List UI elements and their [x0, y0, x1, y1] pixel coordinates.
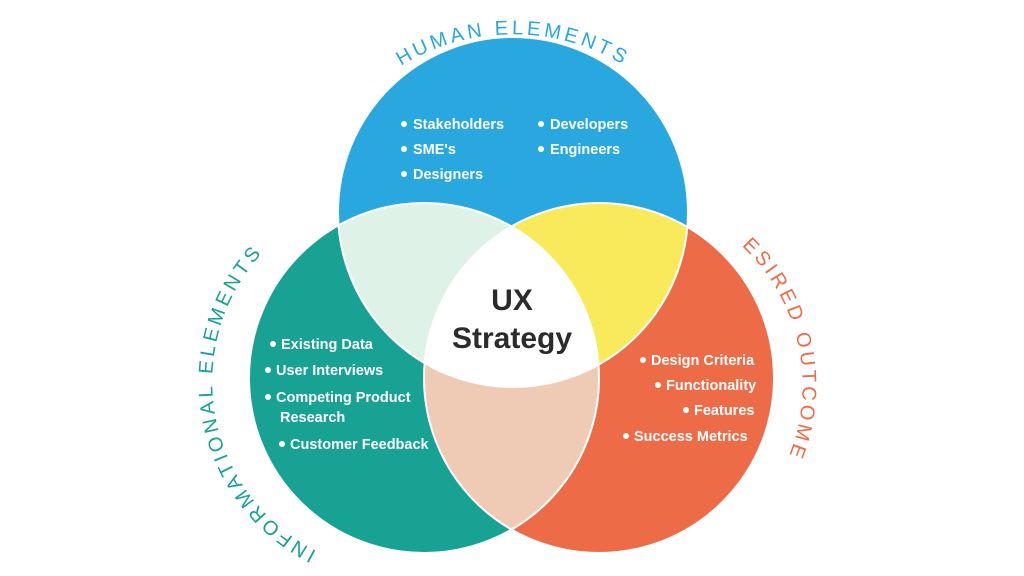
- list-item-features: Features: [694, 403, 754, 419]
- bullet: [655, 382, 661, 388]
- list-item-success-metrics: Success Metrics: [634, 429, 748, 445]
- bullet: [279, 441, 285, 447]
- center-label-strategy: Strategy: [452, 322, 572, 355]
- bullet: [683, 407, 689, 413]
- bullet: [640, 357, 646, 363]
- list-item-functionality: Functionality: [666, 378, 756, 394]
- informational-circle-outline: [248, 202, 600, 554]
- bullet: [538, 121, 544, 127]
- list-item-research: Research: [280, 410, 345, 426]
- human-elements-list: Stakeholders SME's Designers Developers …: [401, 117, 628, 183]
- ux-strategy-center-region: [424, 203, 599, 387]
- human-circle-outline: [337, 36, 689, 388]
- informational-elements-list: Existing Data User Interviews Competing …: [265, 337, 430, 453]
- list-item-engineers: Engineers: [550, 142, 620, 158]
- bullet: [265, 367, 271, 373]
- list-item-developers: Developers: [550, 117, 628, 133]
- list-item-design-criteria: Design Criteria: [651, 353, 755, 369]
- outcomes-circle-outline: [423, 202, 775, 554]
- center-label-ux: UX: [491, 284, 533, 317]
- list-item-competing-product: Competing Product: [276, 390, 411, 406]
- list-item-smes: SME's: [413, 142, 456, 158]
- list-item-customer-feedback: Customer Feedback: [290, 437, 430, 453]
- desired-outcomes-list: Design Criteria Functionality Features S…: [623, 353, 756, 445]
- bullet: [623, 433, 629, 439]
- bullet: [401, 146, 407, 152]
- bullet: [538, 146, 544, 152]
- list-item-stakeholders: Stakeholders: [413, 117, 504, 133]
- list-item-user-interviews: User Interviews: [276, 363, 383, 379]
- list-item-designers: Designers: [413, 167, 483, 183]
- bullet: [401, 121, 407, 127]
- bullet: [270, 341, 276, 347]
- bullet: [401, 171, 407, 177]
- bullet: [265, 394, 271, 400]
- list-item-existing-data: Existing Data: [281, 337, 374, 353]
